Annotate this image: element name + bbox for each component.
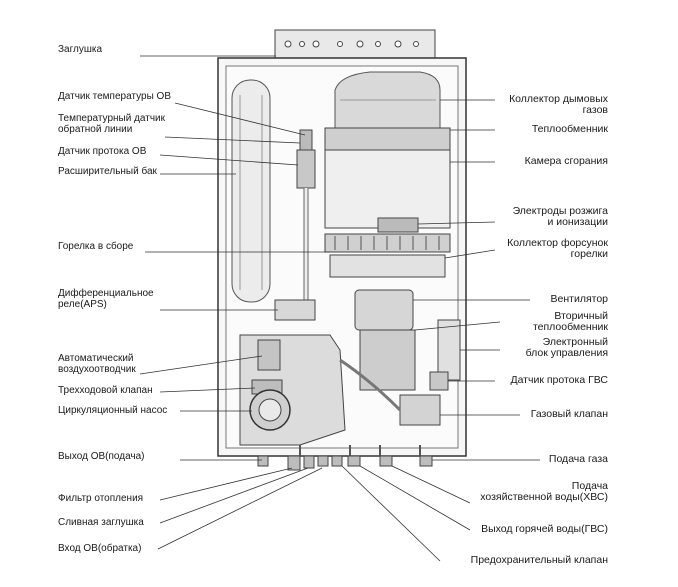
- label-gas-inlet: Подача газа: [548, 453, 608, 465]
- label-circulation-pump: Циркуляционный насос: [58, 405, 168, 416]
- outlet-ov: [257, 455, 269, 467]
- label-ov-outlet: Выход ОВ(подача): [58, 451, 145, 462]
- cold-water-inlet: [379, 455, 393, 467]
- ignition-electrodes: [377, 217, 419, 233]
- label-gas-valve: Газовый клапан: [530, 408, 608, 420]
- label-burner-assembly: Горелка в сборе: [58, 241, 134, 252]
- label-air-vent: Автоматический воздухоотводчик: [58, 353, 136, 375]
- inlet-ov: [317, 455, 329, 467]
- label-ov-temp-sensor: Датчик температуры ОВ: [58, 91, 171, 102]
- label-combustion-chamber: Камера сгорания: [524, 155, 608, 167]
- label-dhw-outlet: Выход горячей воды(ГВС): [481, 523, 608, 535]
- air-vent: [257, 339, 281, 371]
- label-ov-flow-sensor: Датчик протока ОВ: [58, 146, 147, 157]
- boiler-drawing: [217, 29, 467, 471]
- label-fan: Вентилятор: [550, 293, 609, 305]
- label-aps: Дифференциальное реле(APS): [58, 288, 154, 310]
- label-expansion-tank: Расширительный бак: [58, 166, 157, 177]
- dhw-outlet: [347, 455, 361, 467]
- label-three-way-valve: Трехходовой клапан: [58, 385, 153, 396]
- fan: [354, 289, 414, 331]
- heating-filter: [287, 455, 301, 471]
- label-cold-water-inlet: Подача хозяйственной воды(ХВС): [480, 480, 608, 503]
- flow-sensor-ov: [296, 149, 316, 189]
- gas-inlet: [419, 455, 433, 467]
- label-ignition-electrodes: Электроды розжига и ионизации: [512, 205, 608, 228]
- label-drain-plug: Сливная заглушка: [58, 517, 144, 528]
- leader-lines: [139, 55, 540, 562]
- label-dhw-flow-sensor: Датчик протока ГВС: [510, 374, 608, 386]
- control-unit: [437, 319, 461, 381]
- label-zaglushka: Заглушка: [58, 44, 103, 55]
- aps: [274, 299, 316, 321]
- heat-exchanger: [324, 127, 451, 151]
- dhw-flow-sensor: [429, 371, 449, 391]
- drain-plug: [303, 455, 315, 469]
- label-ov-inlet: Вход ОВ(обратка): [58, 543, 142, 554]
- gas-valve: [399, 394, 441, 426]
- expansion-tank: [231, 79, 271, 303]
- label-secondary-heat-exchanger: Вторичный теплообменник: [532, 310, 608, 333]
- label-control-unit: Электронный блок управления: [525, 336, 608, 359]
- label-nozzle-manifold: Коллектор форсунок горелки: [507, 237, 608, 260]
- label-flue-collector: Коллектор дымовых газов: [509, 93, 608, 116]
- combustion-chamber: [324, 149, 451, 229]
- label-safety-valve: Предохранительный клапан: [470, 554, 608, 566]
- label-heating-filter: Фильтр отопления: [58, 493, 144, 504]
- nozzle-manifold: [329, 254, 446, 278]
- safety-valve: [331, 455, 343, 467]
- label-return-temp-sensor: Температурный датчик обратной линии: [58, 113, 166, 135]
- label-heat-exchanger: Теплообменник: [531, 123, 608, 135]
